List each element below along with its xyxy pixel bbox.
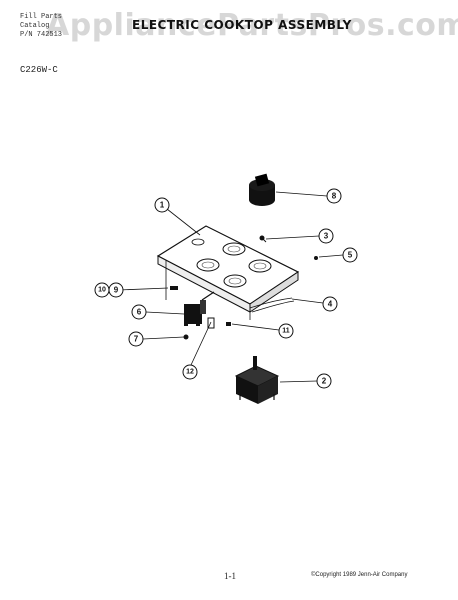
nut-part [183,334,189,340]
page-title: ELECTRIC COOKTOP ASSEMBLY [132,18,352,32]
callout-9-label: 9 [114,286,119,295]
callout-2-label: 2 [322,377,327,386]
cooktop-panel-part [156,225,300,320]
callout-8-label: 8 [332,192,337,201]
callout-4: 4 [322,296,338,312]
control-switch-part [234,356,280,404]
model-number: C226W-C [20,65,58,75]
callout-12: 12 [182,364,198,380]
copyright-notice: ©Copyright 1989 Jenn-Air Company [311,572,408,578]
wire-harness-part [249,297,295,313]
leader-lines [118,191,344,383]
infinite-switch-part [184,291,215,326]
callout-10: 10 [94,282,110,298]
catalog-line-3: P/N 742513 [20,31,63,39]
knob-part [249,173,275,206]
callout-5: 5 [342,247,358,263]
callout-7: 7 [128,331,144,347]
catalog-info: Fill Parts Catalog P/N 742513 [20,13,62,40]
small-screw-part [314,256,318,260]
clip-part [170,286,178,290]
catalog-line-2: Catalog [20,22,50,30]
screw-part [259,235,267,243]
callout-12-label: 12 [186,369,194,376]
page-number: 1-1 [224,571,236,581]
callout-9: 9 [108,282,124,298]
callout-6-label: 6 [137,308,142,317]
callout-11: 11 [278,323,294,339]
callout-1: 1 [154,197,170,213]
callout-10-label: 10 [98,287,106,294]
callout-3: 3 [318,228,334,244]
callout-4-label: 4 [328,300,333,309]
callout-3-label: 3 [324,232,329,241]
callout-1-label: 1 [160,201,165,210]
callout-11-label: 11 [282,328,290,335]
callout-2: 2 [316,373,332,389]
catalog-line-1: Fill Parts [20,13,63,21]
callout-5-label: 5 [348,251,353,260]
callout-7-label: 7 [134,335,139,344]
callout-8: 8 [326,188,342,204]
callout-6: 6 [131,304,147,320]
bracket-part [207,317,215,329]
terminal-part [226,322,231,326]
